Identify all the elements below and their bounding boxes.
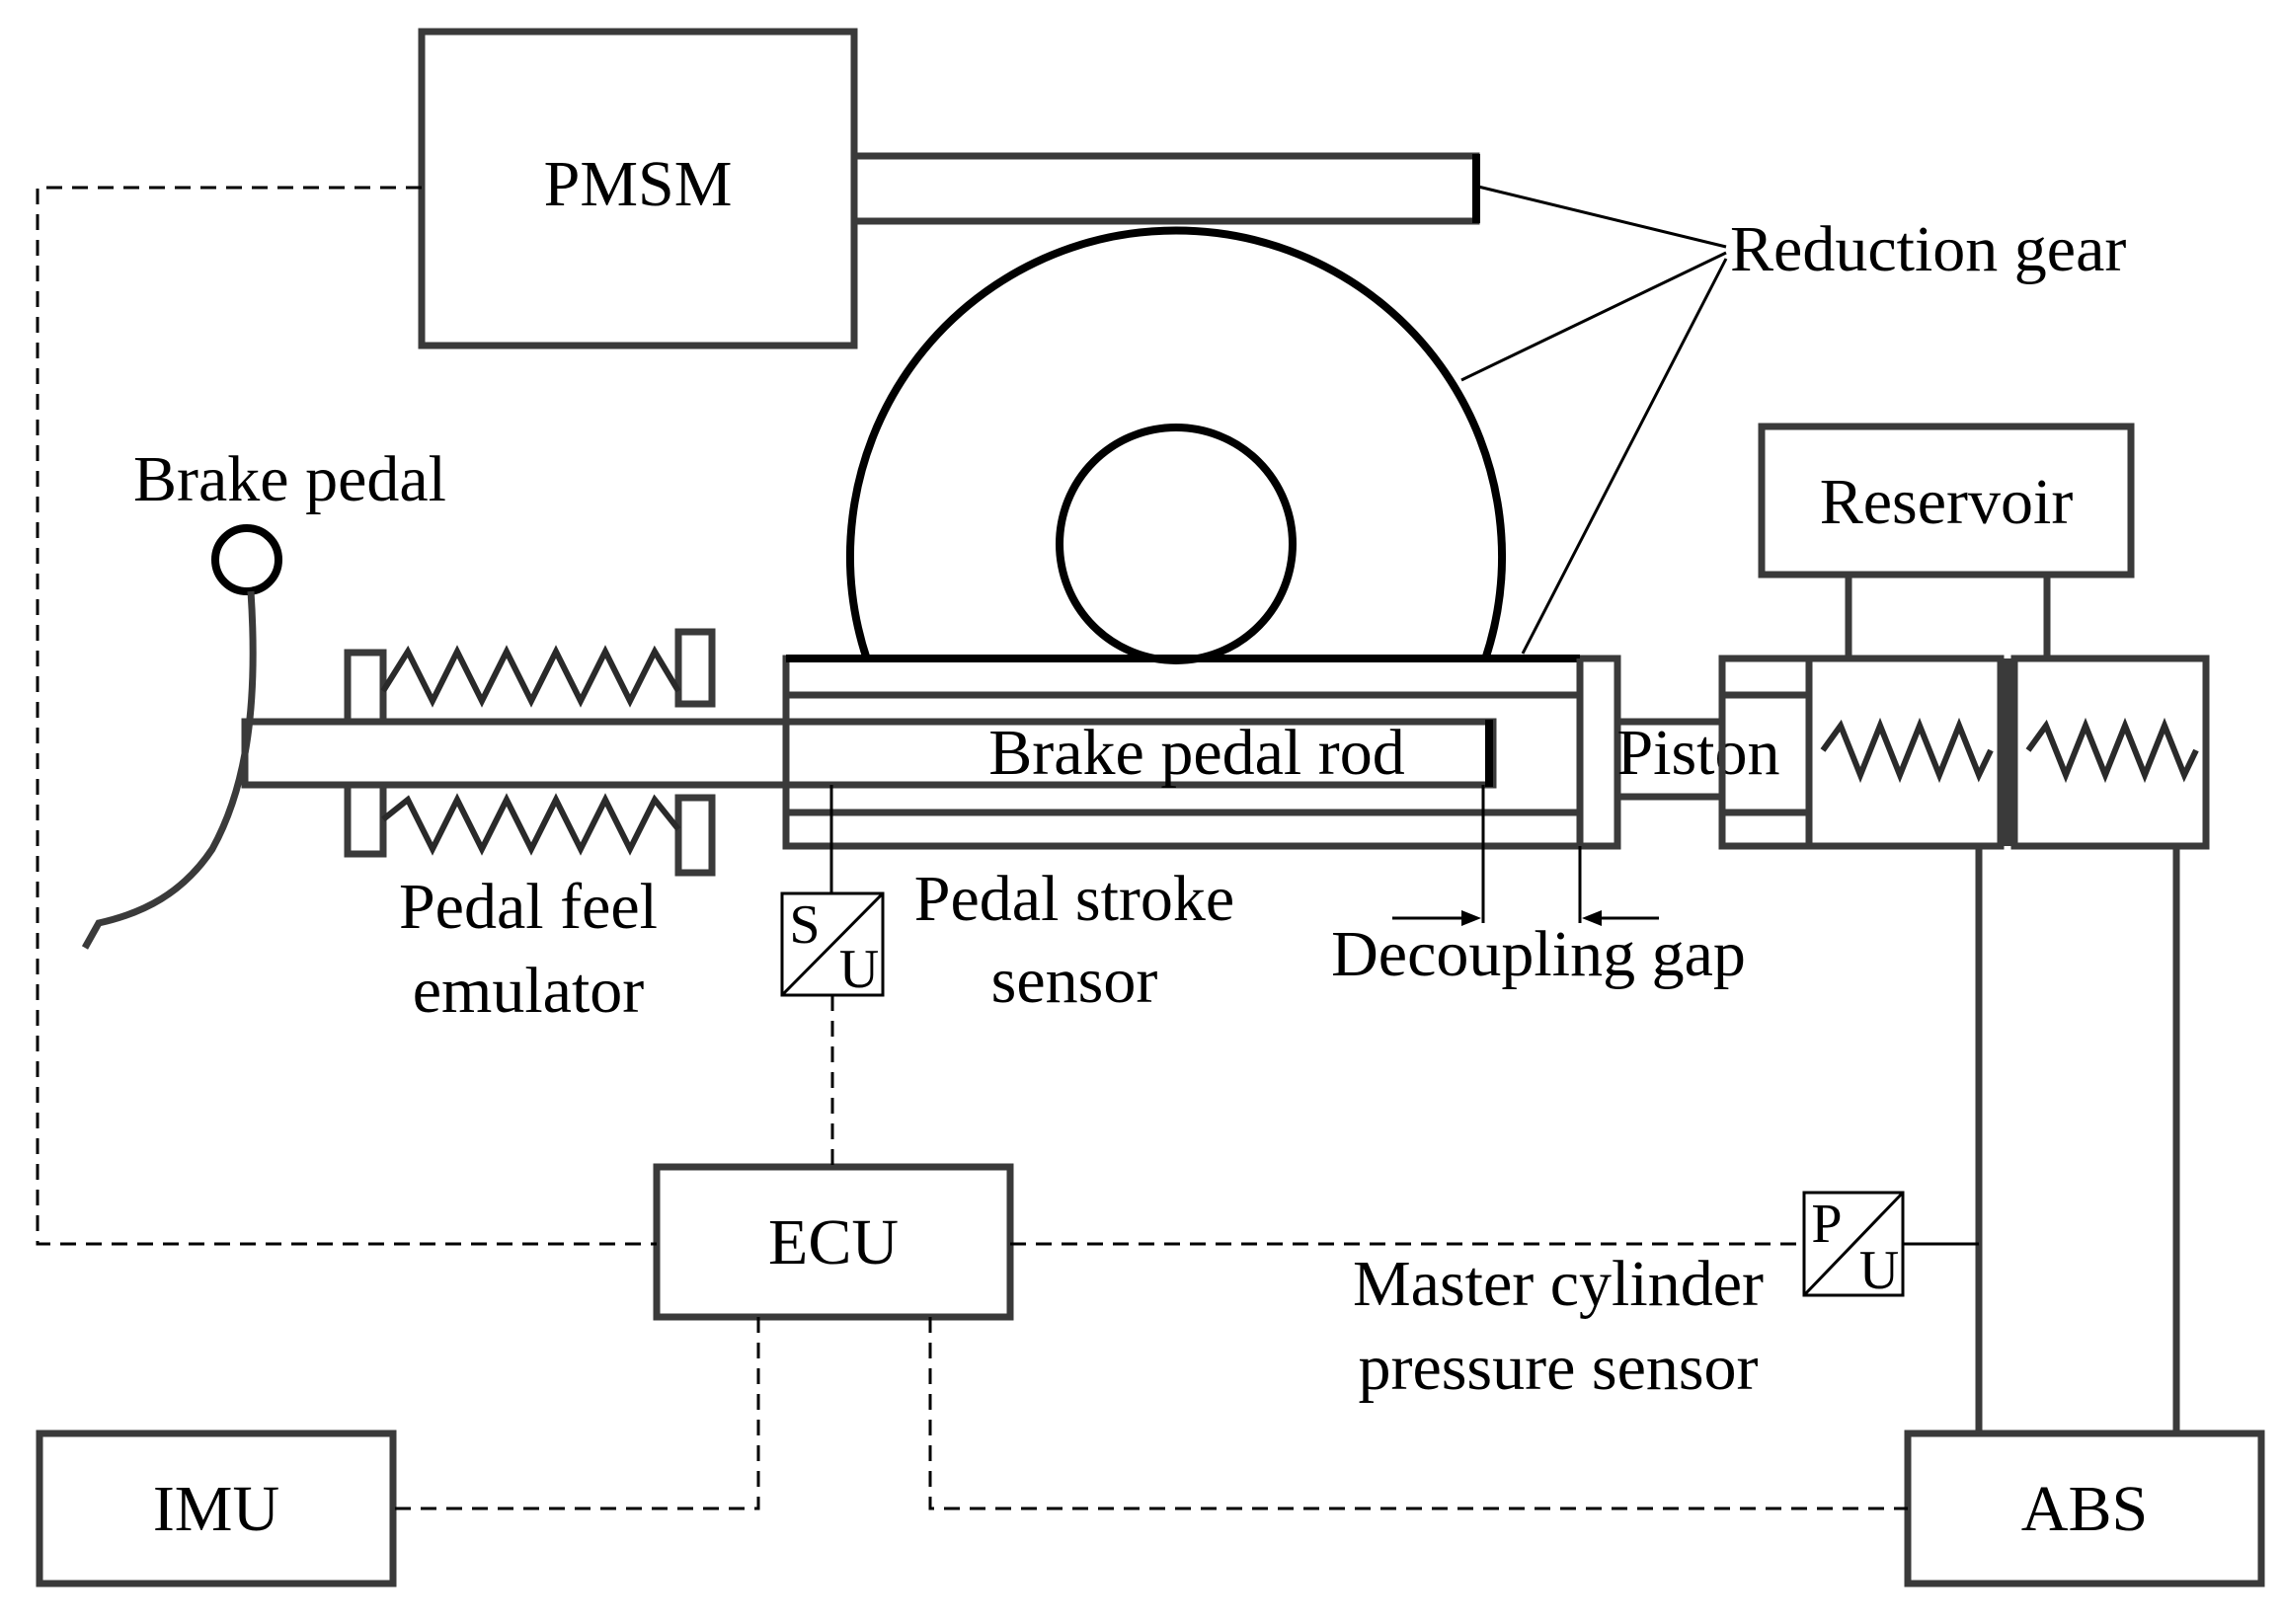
brake-pedal-label: Brake pedal	[133, 443, 446, 515]
gap-arrow-right-head	[1582, 910, 1602, 926]
abs-label: ABS	[2021, 1473, 2148, 1545]
pedal-feel-emulator-label-1: Pedal feel	[399, 871, 658, 943]
reduction-gear-label: Reduction gear	[1730, 213, 2126, 285]
motor-shaft	[850, 152, 1480, 225]
ecu-label: ECU	[768, 1206, 899, 1278]
imu-box	[36, 1430, 397, 1587]
leader-shaft	[1477, 185, 1727, 249]
pmsm-label: PMSM	[544, 148, 733, 220]
leader-rack	[1521, 258, 1728, 655]
brake-pedal-rod-label: Brake pedal rod	[988, 717, 1405, 789]
signal-pmsm-ecu	[36, 186, 657, 1246]
emulator-spring-top	[380, 645, 681, 708]
decoupling-gap-label: Decoupling gap	[1331, 918, 1746, 990]
stroke-sensor-symbol-u: U	[839, 939, 879, 1000]
leader-wheel	[1460, 251, 1727, 382]
reservoir-box	[1758, 423, 2135, 579]
gap-arrow-left-head	[1461, 910, 1481, 926]
pressure-sensor-diagonal	[1802, 1191, 1905, 1297]
ecu-box	[653, 1163, 1014, 1321]
chamber-2-spring	[2025, 717, 2199, 784]
imu-label: IMU	[153, 1473, 279, 1545]
pedal-stroke-sensor-label-2: sensor	[991, 945, 1158, 1017]
master-cylinder-chamber-2	[2010, 655, 2210, 850]
emulator-left-flange-bottom	[344, 781, 387, 858]
stroke-sensor-symbol-s: S	[789, 894, 820, 956]
pedal-stroke-sensor-label-1: Pedal stroke	[914, 863, 1234, 935]
emulator-right-stop-bottom	[674, 794, 716, 877]
signal-ecu-imu	[393, 1317, 760, 1510]
chamber-1-spring	[1820, 717, 1994, 784]
master-cylinder-chamber-1	[1805, 655, 2005, 850]
emulator-spring-bottom	[381, 793, 681, 856]
brake-pedal-arm	[81, 590, 257, 950]
signal-ecu-abs	[928, 1317, 1908, 1510]
master-cylinder-sensor-label-2: pressure sensor	[1358, 1332, 1758, 1404]
piston-label: Piston	[1616, 717, 1779, 789]
pressure-sensor-symbol-u: U	[1859, 1240, 1899, 1301]
reservoir-label: Reservoir	[1820, 466, 2074, 538]
brake-pedal-knob	[211, 524, 282, 595]
reduction-gear-wheel	[846, 226, 1506, 661]
reduction-gear-hub	[1056, 424, 1297, 664]
emulator-left-flange-top	[344, 649, 387, 726]
pressure-sensor-symbol-p: P	[1811, 1194, 1842, 1255]
master-cylinder-sensor-label-1: Master cylinder	[1353, 1248, 1764, 1320]
emulator-right-stop-top	[674, 628, 716, 708]
stroke-sensor-diagonal	[780, 891, 885, 997]
pedal-feel-emulator-label-2: emulator	[413, 955, 645, 1027]
